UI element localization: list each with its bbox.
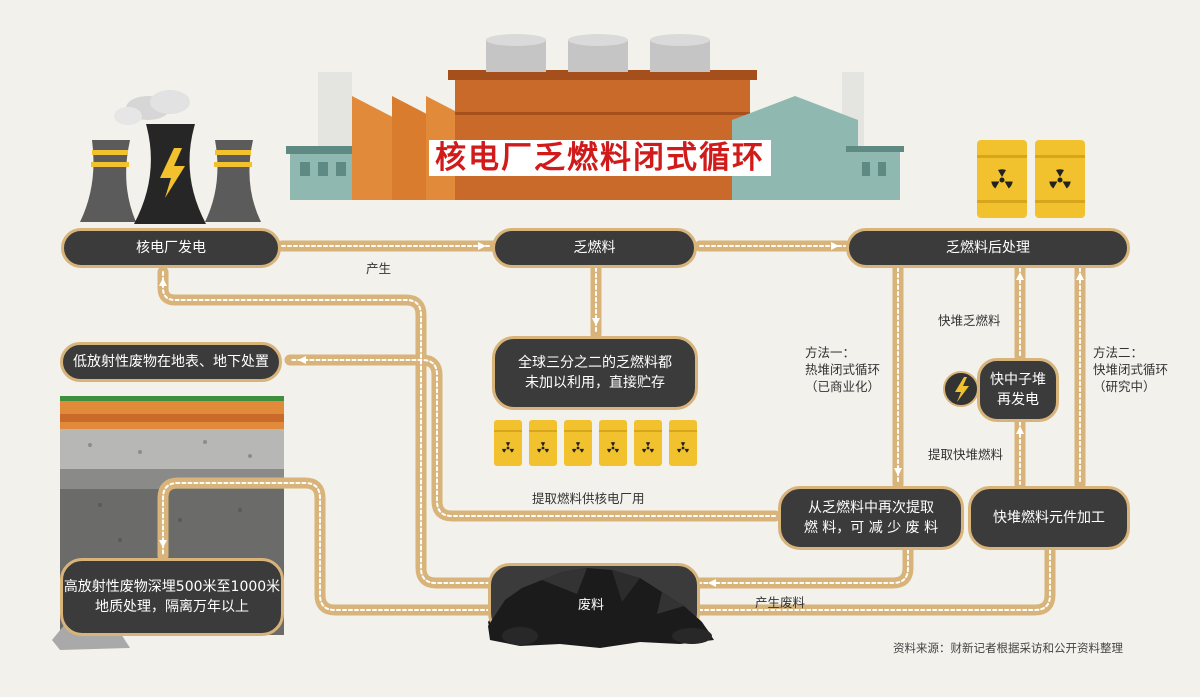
label-produce: 产生 (366, 261, 392, 276)
source-note: 资料来源：财新记者根据采访和公开资料整理 (893, 641, 1123, 655)
lightning-bolt-icon (160, 148, 185, 198)
node-high-level-waste-disposal: 高放射性废物深埋500米至1000米地质处理，隔离万年以上 (60, 558, 284, 636)
label-produce-waste: 产生废料 (755, 595, 806, 610)
node-fuel-re-extraction: 从乏燃料中再次提取燃 料，可 减 少 废 料 (778, 486, 964, 550)
label-fast-reactor-spent-fuel: 快堆乏燃料 (938, 313, 1001, 328)
flow-pipes (157, 240, 1086, 616)
node-low-level-waste-disposal: 低放射性废物在地表、地下处置 (60, 342, 282, 382)
node-fast-reactor-fuel-processing: 快堆燃料元件加工 (968, 486, 1130, 550)
cooling-towers-illustration (80, 90, 261, 224)
node-fast-reactor-generation: 快中子堆再发电 (977, 358, 1059, 422)
label-method-one: 方法一：热堆闭式循环（已商业化） (805, 345, 881, 394)
node-spent-fuel: 乏燃料 (492, 228, 697, 268)
label-method-two: 方法二：快堆闭式循环（研究中） (1093, 345, 1169, 394)
node-spent-fuel-reprocessing: 乏燃料后处理 (846, 228, 1130, 268)
label-extract-fuel-for-plant: 提取燃料供核电厂用 (532, 491, 645, 506)
radioactive-barrels-small (494, 420, 697, 466)
node-power-plant-generation: 核电厂发电 (61, 228, 281, 268)
radioactive-barrels-large (977, 140, 1085, 218)
flow-arrowheads (159, 242, 1084, 587)
waste-label: 废料 (578, 598, 605, 613)
label-extract-fast-fuel: 提取快堆燃料 (928, 447, 1004, 462)
node-direct-storage: 全球三分之二的乏燃料都未加以利用，直接贮存 (492, 336, 698, 410)
